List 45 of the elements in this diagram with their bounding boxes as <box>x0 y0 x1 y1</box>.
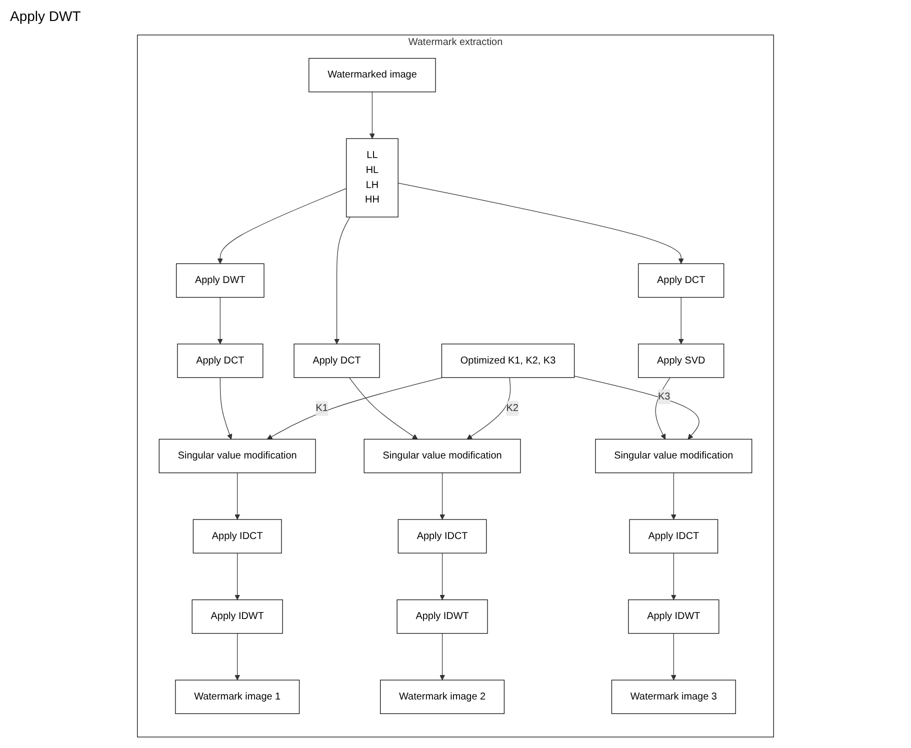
arrow <box>398 182 684 264</box>
node-box: Watermark image 3 <box>611 680 736 714</box>
arrow <box>670 633 676 680</box>
arrow <box>440 633 446 680</box>
node-box: Optimized K1, K2, K3 <box>441 344 575 378</box>
edge-label: K2 <box>506 402 518 414</box>
node-box: Apply DWT <box>176 263 264 298</box>
arrow <box>266 377 443 440</box>
node-box: Singular value modification <box>364 438 521 474</box>
arrow <box>655 377 670 440</box>
edge-label: K1 <box>316 402 328 414</box>
node-box: Watermark image 1 <box>175 680 300 714</box>
node-box: Apply DCT <box>638 263 724 298</box>
arrow <box>466 377 511 440</box>
arrow <box>220 377 232 440</box>
arrow <box>574 376 700 440</box>
arrow <box>348 377 418 440</box>
node-box: Apply IDWT <box>628 599 720 634</box>
arrow <box>440 472 446 520</box>
arrow <box>217 188 347 264</box>
node-box: Apply IDCT <box>192 519 282 554</box>
node-box: Apply IDCT <box>629 519 718 554</box>
arrow <box>440 552 446 600</box>
arrow <box>234 552 240 600</box>
node-box: Apply IDWT <box>192 599 283 634</box>
arrow <box>217 297 223 344</box>
arrow <box>234 633 240 680</box>
arrow <box>334 216 350 344</box>
arrow <box>670 472 676 520</box>
edge-label: K3 <box>658 391 670 402</box>
arrow <box>670 552 676 600</box>
node-box: Apply DCT <box>177 344 264 378</box>
arrow <box>234 472 240 520</box>
node-box: Apply SVD <box>638 344 724 378</box>
arrow <box>678 297 684 344</box>
node-box: Apply IDCT <box>398 519 487 554</box>
node-box: Watermarked image <box>308 58 436 92</box>
node-box: Apply DCT <box>294 344 380 378</box>
node-box: Singular value modification <box>595 438 752 474</box>
arrow <box>369 92 375 139</box>
node-box: Watermark image 2 <box>380 680 505 714</box>
node-box: LL HL LH HH <box>346 138 398 218</box>
node-box: Apply IDWT <box>396 599 488 634</box>
node-box: Singular value modification <box>158 438 316 474</box>
annotation-text: Apply DWT <box>10 8 81 24</box>
